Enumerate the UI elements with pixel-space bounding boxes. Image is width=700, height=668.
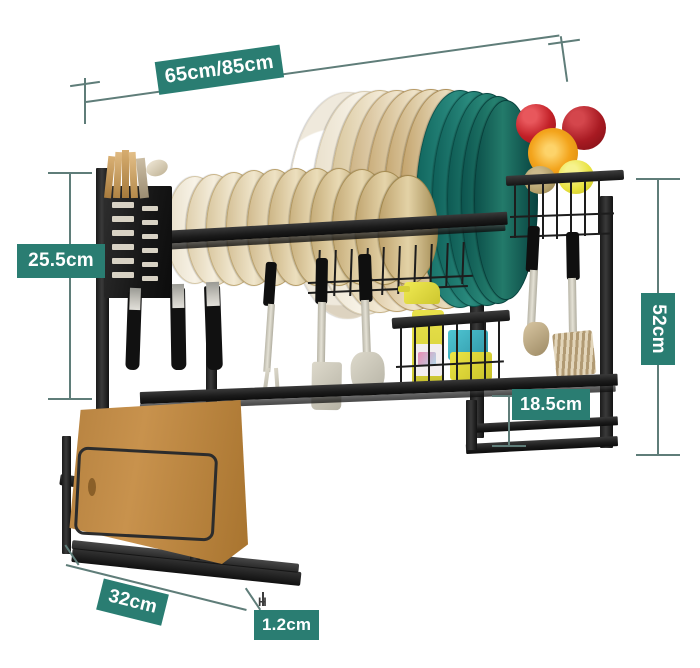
spray-label-graphic <box>418 352 436 366</box>
basket-wire <box>584 179 586 236</box>
knife-block-slot <box>142 220 158 225</box>
upper-height-dimension-label: 25.5cm <box>17 244 105 278</box>
lower-shelf-dimension-line <box>508 395 510 447</box>
slotted-spatula-handle <box>566 231 580 281</box>
knife-blade <box>129 287 141 311</box>
cutting-board-retainer <box>73 446 219 542</box>
basket-wire <box>514 184 516 238</box>
knife-block-slot <box>142 206 158 211</box>
slotted-spatula-neck <box>568 277 578 337</box>
knife-block-slot <box>112 244 134 250</box>
upper-height-bottom-tick <box>48 398 92 400</box>
knife-block-slot <box>142 276 158 281</box>
basket-wire <box>570 180 572 238</box>
board-holder-left-post <box>62 436 71 554</box>
right-lower-frame-left-post <box>466 400 477 450</box>
fork-neck <box>263 303 275 373</box>
lower-basket-wire <box>456 322 458 386</box>
knife-block-slot <box>112 272 134 278</box>
basket-wire <box>556 181 558 239</box>
knife-block-slot <box>142 248 158 253</box>
ladle-bowl <box>522 321 550 357</box>
upper-height-top-tick <box>48 172 92 174</box>
ladle-neck <box>526 269 538 329</box>
knife-block-slot <box>142 262 158 267</box>
spray-nozzle <box>398 286 410 292</box>
spray-trigger <box>404 282 440 304</box>
foot-thickness-leader <box>262 592 264 606</box>
knife-blade <box>172 283 185 309</box>
lower-basket-wire <box>484 320 486 382</box>
knife-block-slot <box>112 216 134 222</box>
knife-block-slot <box>112 230 134 236</box>
fork-handle <box>262 261 277 307</box>
lower-shelf-dimension-label: 18.5cm <box>512 389 591 420</box>
lower-basket-wire <box>498 319 500 379</box>
knife-blade <box>206 281 220 307</box>
bamboo-spoon-head <box>144 156 170 180</box>
right-lower-frame-bottom <box>465 436 619 454</box>
foot-thickness-label: 1.2cm <box>254 610 320 640</box>
knife-block-slot <box>112 258 134 264</box>
total-height-top-tick <box>636 178 680 180</box>
ladle-handle <box>525 225 540 273</box>
slotted-spatula-blade <box>552 329 597 378</box>
upper-height-dimension-line <box>69 172 71 400</box>
knife-block-slot <box>112 202 134 208</box>
ladle-handle <box>358 253 373 303</box>
basket-wire <box>542 182 544 239</box>
total-height-dimension-label: 52cm <box>641 293 675 365</box>
lower-basket-wire <box>428 324 430 388</box>
lower-basket-wire <box>400 326 402 388</box>
lower-basket-wire <box>414 325 416 388</box>
width-dimension-left-cap <box>84 78 86 124</box>
total-height-bottom-tick <box>636 454 680 456</box>
knife-block-slot <box>142 234 158 239</box>
lower-shelf-top-tick <box>492 395 526 397</box>
spatula-neck <box>316 301 326 365</box>
bamboo-utensil <box>122 150 129 198</box>
lower-basket-rim <box>391 309 511 329</box>
lower-shelf-bottom-tick <box>492 445 526 447</box>
cutting-board-hole <box>88 478 96 496</box>
lower-basket-wire <box>470 321 472 384</box>
basket-wire <box>528 183 530 239</box>
lower-basket-wire <box>442 323 444 387</box>
basket-wire <box>598 178 600 233</box>
spatula-handle <box>315 257 328 305</box>
